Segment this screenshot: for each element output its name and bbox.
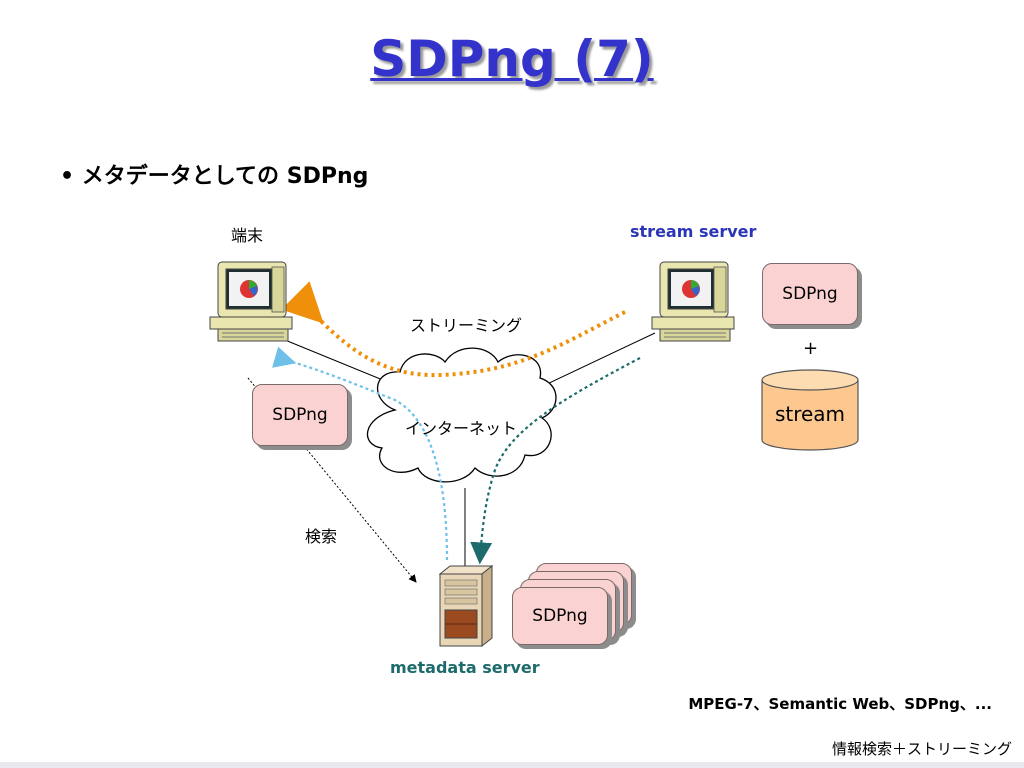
sdpng-card-label: SDPng: [782, 284, 838, 304]
stream-cylinder: [761, 369, 859, 451]
search-result-arrow: [272, 346, 449, 561]
standards-text: MPEG-7、Semantic Web、SDPng、...: [688, 695, 992, 713]
stream-label: stream: [774, 402, 846, 426]
sdpng-card-label: SDPng: [532, 606, 588, 626]
sdpng-card-label: SDPng: [272, 405, 328, 425]
metadata-server-tower-icon: [438, 564, 494, 648]
stream-server-label: stream server: [630, 222, 757, 241]
stream-server-computer-icon: [651, 261, 735, 342]
link-server-internet: [544, 332, 656, 386]
link-terminal-internet: [284, 339, 396, 386]
metadata-server-label: metadata server: [390, 658, 540, 677]
sdpng-stack-card-front: SDPng: [512, 587, 608, 645]
internet-cloud: [366, 347, 557, 483]
sdpng-card-terminal: SDPng: [252, 384, 348, 446]
internet-label: インターネット: [405, 419, 518, 438]
plus-sign: +: [803, 338, 819, 359]
streaming-arrow: [281, 281, 626, 378]
bullet-text: • メタデータとしての SDPng: [60, 164, 369, 189]
streaming-label: ストリーミング: [410, 316, 523, 335]
terminal-label: 端末: [231, 226, 264, 245]
sdpng-card-stream-server: SDPng: [762, 263, 858, 325]
slide-title: SDPng (7): [370, 30, 654, 88]
course-footer: 情報検索＋ストリーミング: [831, 740, 1012, 758]
terminal-computer-icon: [209, 261, 293, 342]
bottom-border: [0, 762, 1024, 768]
search-label: 検索: [305, 527, 338, 546]
